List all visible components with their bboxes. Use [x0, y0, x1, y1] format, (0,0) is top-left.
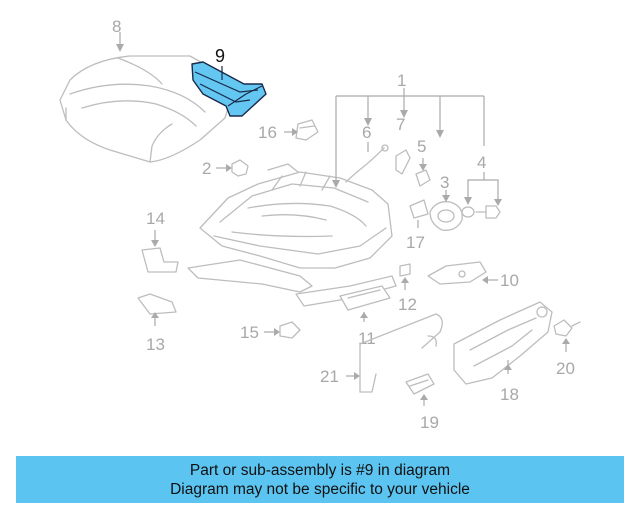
banner-line-1: Part or sub-assembly is #9 in diagram: [189, 462, 451, 479]
part-16-bracket: [295, 119, 319, 141]
callout-13: 13: [146, 335, 165, 354]
part-19-bracket: [405, 373, 435, 395]
part-7-clip: [395, 149, 411, 175]
callout-10: 10: [500, 271, 519, 290]
callout-5: 5: [417, 137, 426, 156]
callout-20: 20: [556, 359, 575, 378]
parts-diagram: 8 9 1 6 7 5: [59, 17, 581, 432]
callout-12: 12: [398, 295, 417, 314]
part-20-fastener: [553, 319, 581, 337]
part-14-bracket: [141, 247, 179, 273]
part-2-bolt: [231, 159, 249, 177]
part-8-seat-cushion: [59, 55, 233, 163]
part-17-bracket: [409, 199, 429, 219]
part-18-side-shield: [453, 301, 553, 385]
part-4-fasteners: [461, 205, 501, 219]
part-3-knob: [429, 201, 463, 231]
part-12-clip: [399, 263, 411, 277]
callout-16: 16: [258, 123, 277, 142]
callout-15: 15: [240, 323, 259, 342]
callout-14: 14: [146, 209, 165, 228]
callout-19: 19: [420, 413, 439, 432]
part-21-wire: [359, 313, 443, 393]
callout-8: 8: [112, 17, 121, 36]
banner-line-2: Diagram may not be specific to your vehi…: [170, 481, 470, 498]
callout-4: 4: [477, 153, 486, 172]
callout-7: 7: [396, 115, 405, 134]
info-banner: Part or sub-assembly is #9 in diagram Di…: [16, 456, 624, 503]
callout-6: 6: [362, 123, 371, 142]
part-11-trim: [339, 285, 391, 311]
callout-17: 17: [406, 233, 425, 252]
callout-21: 21: [320, 367, 339, 386]
callout-1: 1: [397, 71, 406, 90]
callout-3: 3: [440, 173, 449, 192]
part-15-fastener: [279, 321, 301, 339]
part-10-bracket: [427, 261, 487, 285]
part-5-bracket: [415, 169, 431, 187]
callout-9: 9: [215, 46, 225, 66]
callout-18: 18: [500, 385, 519, 404]
part-6-cable: [345, 144, 389, 183]
part-1-seat-frame: [187, 163, 397, 307]
part-13-bracket: [137, 293, 177, 315]
part-9-highlighted: [191, 61, 267, 117]
callout-2: 2: [202, 159, 211, 178]
